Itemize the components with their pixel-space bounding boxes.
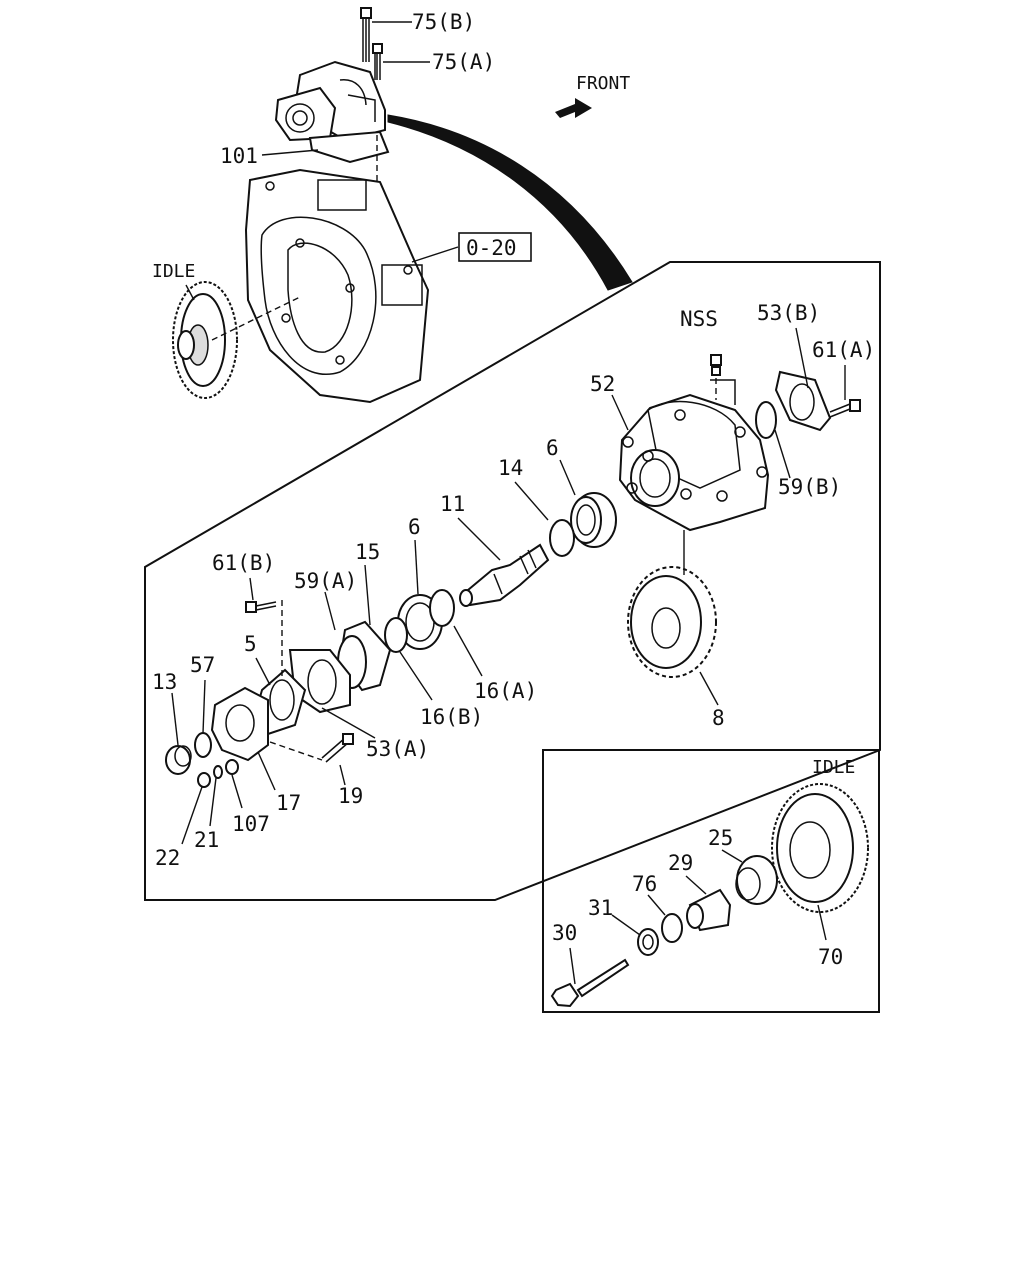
label-61b: 61(B) — [212, 551, 275, 575]
ring-76 — [661, 913, 683, 943]
label-107: 107 — [232, 812, 270, 836]
bolt-19 — [321, 733, 354, 763]
label-13: 13 — [152, 670, 177, 694]
ring-16a — [429, 589, 455, 627]
arrow-icon — [555, 98, 592, 118]
bolt-61a — [829, 399, 861, 418]
bolt-61b — [245, 601, 277, 613]
housing-52 — [618, 393, 770, 532]
label-59a: 59(A) — [294, 569, 357, 593]
label-25: 25 — [708, 826, 733, 850]
label-15: 15 — [355, 540, 380, 564]
bearing-6-upper — [570, 492, 617, 548]
bolt-75b — [360, 7, 372, 62]
label-19: 19 — [338, 784, 363, 808]
label-front: FRONT — [576, 73, 630, 94]
label-6-lower: 6 — [408, 515, 421, 539]
plug-nss — [710, 354, 722, 376]
nut-22 — [197, 772, 211, 788]
label-idle-box: IDLE — [812, 757, 855, 778]
label-5: 5 — [244, 632, 257, 656]
bolt-30 — [550, 958, 630, 1008]
label-22: 22 — [155, 846, 180, 870]
connector-curve — [387, 114, 633, 291]
label-75a: 75(A) — [432, 50, 495, 74]
nut-13 — [165, 745, 192, 775]
gasket-101 — [308, 130, 390, 164]
label-16a: 16(A) — [474, 679, 537, 703]
label-31: 31 — [588, 896, 613, 920]
idle-gear-top — [172, 281, 238, 399]
ref-box — [458, 232, 532, 262]
upper-housing — [274, 60, 386, 142]
label-53a: 53(A) — [366, 737, 429, 761]
label-59b: 59(B) — [778, 475, 841, 499]
gear-8 — [627, 566, 717, 678]
label-57: 57 — [190, 653, 215, 677]
ring-16b — [384, 617, 408, 653]
flywheel-housing — [244, 168, 430, 404]
shaft-11 — [459, 543, 550, 607]
label-8: 8 — [712, 706, 725, 730]
label-75b: 75(B) — [412, 10, 475, 34]
label-idle-top: IDLE — [152, 261, 195, 282]
detail-frame — [144, 261, 881, 901]
label-101: 101 — [220, 144, 258, 168]
label-ref: 0-20 — [466, 236, 517, 260]
bolt-75a — [372, 43, 383, 80]
label-21: 21 — [194, 828, 219, 852]
label-6-upper: 6 — [546, 436, 559, 460]
idle-gear-frame — [542, 749, 880, 1013]
flange-17 — [210, 686, 269, 762]
label-70: 70 — [818, 945, 843, 969]
washer-21 — [213, 765, 223, 779]
bearing-25 — [735, 855, 778, 905]
label-nss: NSS — [680, 307, 718, 331]
label-53b: 53(B) — [757, 301, 820, 325]
label-30: 30 — [552, 921, 577, 945]
washer-107 — [225, 759, 239, 775]
label-11: 11 — [440, 492, 465, 516]
oring-59b — [755, 401, 777, 439]
label-14: 14 — [498, 456, 523, 480]
label-52: 52 — [590, 372, 615, 396]
ring-14 — [549, 519, 575, 557]
oring-57 — [194, 732, 212, 758]
idle-gear-70 — [771, 783, 869, 913]
label-16b: 16(B) — [420, 705, 483, 729]
bushing-29 — [686, 888, 732, 932]
washer-31 — [637, 928, 659, 956]
label-29: 29 — [668, 851, 693, 875]
label-17: 17 — [276, 791, 301, 815]
plate-53b — [774, 370, 832, 432]
label-61a: 61(A) — [812, 338, 875, 362]
label-76: 76 — [632, 872, 657, 896]
